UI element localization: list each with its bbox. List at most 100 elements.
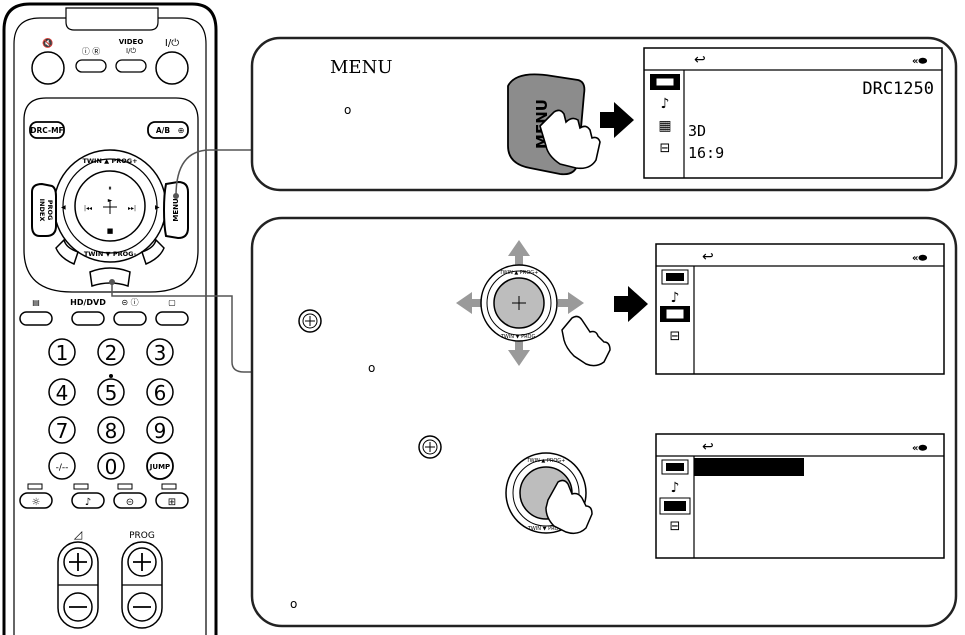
ab-icon: ⊕ [178, 126, 185, 135]
digit-label: 5 [105, 381, 118, 405]
screen-button[interactable] [155, 311, 189, 326]
pointing-hand-icon [561, 315, 611, 367]
drc-mf-button[interactable] [29, 121, 65, 139]
svg-text:◀: ◀ [61, 204, 66, 211]
osd-screen-3 [655, 433, 945, 559]
twin-bottom-label: TWIN ▼ PROG- [84, 250, 137, 258]
menu-label-remote: MENU [172, 198, 180, 222]
pointing-hand-icon [545, 479, 593, 535]
svg-text:▸▸|: ▸▸| [128, 205, 136, 212]
prog-index-label: PROGINDEX [38, 199, 54, 222]
format-icon: ⊞ [168, 497, 176, 508]
osd-line1: DRC1250 [862, 79, 934, 99]
mute-button[interactable] [31, 51, 65, 85]
logo-icon: «⬬ [912, 56, 927, 67]
digit-button[interactable] [48, 416, 76, 444]
digit-label: 3 [154, 341, 167, 365]
digit-button[interactable] [97, 378, 125, 406]
input-button[interactable] [113, 311, 147, 326]
digit-label: 9 [154, 419, 167, 443]
music-note-icon: ♪ [671, 290, 680, 306]
svg-text:TWIN ▼ PROG-: TWIN ▼ PROG- [500, 334, 538, 340]
toolbox-icon: ⊟ [670, 519, 681, 534]
video-power-label: I/⏻ [126, 47, 136, 55]
step1-heading: MENU [330, 57, 393, 78]
surround-icon: ⊝ [126, 497, 134, 508]
arrow-right-icon [614, 286, 648, 322]
joystick-press: TWIN ▲ PROG+ TWIN ▼ PROG- [505, 452, 593, 535]
teletext-button[interactable] [19, 311, 53, 326]
prog-index-button[interactable] [31, 182, 57, 237]
volume-icon: ◿ [74, 528, 83, 541]
digit-label: 8 [105, 419, 118, 443]
picture-icon: ☼ [32, 497, 41, 508]
leader-line-menu [175, 149, 252, 197]
svg-text:■: ■ [107, 227, 114, 235]
svg-text:▶: ▶ [155, 204, 160, 211]
surround-button[interactable] [113, 492, 147, 509]
svg-text:TWIN ▼ PROG-: TWIN ▼ PROG- [527, 526, 565, 532]
drc-mf-label: DRC-MF [30, 126, 63, 135]
remote-control: 🔇 ⓘ Ⓡ VIDEO I/⏻ I/⏻ DRC-MF A/B ⊕ TWIN ▲ … [2, 2, 218, 635]
ab-button[interactable] [147, 121, 189, 139]
logo-icon: «⬬ [912, 443, 927, 454]
twin-top-label: TWIN ▲ PROG+ [82, 157, 137, 165]
step2-panel: o o TWIN ▲ PROG+ TWIN ▼ PROG- ↩ «⬬ ♪ [250, 216, 958, 628]
film-icon: ▦ [658, 118, 671, 134]
digit-label: 1 [56, 341, 69, 365]
logo-icon: «⬬ [912, 253, 927, 264]
jump-button[interactable] [146, 452, 174, 480]
arrow-right-icon [600, 102, 634, 138]
digit-label: 4 [56, 381, 69, 405]
ab-label: A/B [156, 126, 171, 135]
step1-note: o [344, 103, 351, 117]
digit-button[interactable] [146, 338, 174, 366]
hd-dvd-label: HD/DVD [70, 298, 106, 307]
digit-button[interactable] [97, 416, 125, 444]
svg-text:▢: ▢ [168, 298, 176, 307]
info-label: ⓘ Ⓡ [82, 47, 101, 56]
sound-mode-button[interactable] [71, 492, 105, 509]
osd-highlight-bar [694, 458, 804, 476]
osd-screen-2 [655, 243, 945, 375]
return-icon: ↩ [702, 439, 714, 455]
picture-mode-button[interactable] [19, 492, 53, 509]
format-button[interactable] [155, 492, 189, 509]
osd-line2: 3D [688, 122, 706, 140]
digit-button[interactable] [146, 416, 174, 444]
digit-label: 6 [154, 381, 167, 405]
dash-button[interactable] [48, 452, 76, 480]
video-label: VIDEO [119, 38, 144, 46]
toolbox-icon: ⊟ [670, 329, 681, 344]
mute-icon: 🔇 [42, 37, 53, 49]
digit-button[interactable] [48, 338, 76, 366]
digit-button[interactable] [97, 338, 125, 366]
digit-button[interactable] [97, 452, 125, 480]
hd-dvd-button[interactable] [71, 311, 105, 326]
return-icon: ↩ [702, 249, 714, 265]
svg-text:o: o [368, 361, 375, 375]
prog-label: PROG [129, 531, 155, 541]
digit-button[interactable] [48, 378, 76, 406]
info-button[interactable] [75, 59, 107, 73]
return-icon: ↩ [694, 52, 706, 68]
power-button[interactable] [155, 51, 189, 85]
joystick-directions: TWIN ▲ PROG+ TWIN ▼ PROG- [456, 240, 611, 367]
toolbox-icon: ⊟ [660, 141, 671, 156]
svg-text:o: o [290, 597, 297, 611]
svg-text:▤: ▤ [32, 298, 40, 307]
menu-button-remote[interactable] [162, 180, 189, 240]
video-power-button[interactable] [115, 59, 147, 73]
dash-label: -/-- [56, 463, 69, 473]
digit-label: 7 [56, 419, 69, 443]
leader-line-joystick [111, 282, 254, 373]
pointing-hand-icon [539, 109, 601, 170]
digit-label: 2 [105, 341, 118, 365]
music-note-icon: ♪ [671, 480, 680, 496]
digit-button[interactable] [146, 378, 174, 406]
number-pad: 1 2 3 4 5 6 7 8 9 -/-- 0 JUMP [48, 338, 174, 480]
step1-panel: MENU o MENU ↩ «⬬ ♪ ▦ ⊟ DRC1250 3D 16:9 [250, 36, 958, 192]
zero-label: 0 [105, 455, 118, 479]
svg-text:TWIN ▲ PROG+: TWIN ▲ PROG+ [526, 458, 566, 464]
